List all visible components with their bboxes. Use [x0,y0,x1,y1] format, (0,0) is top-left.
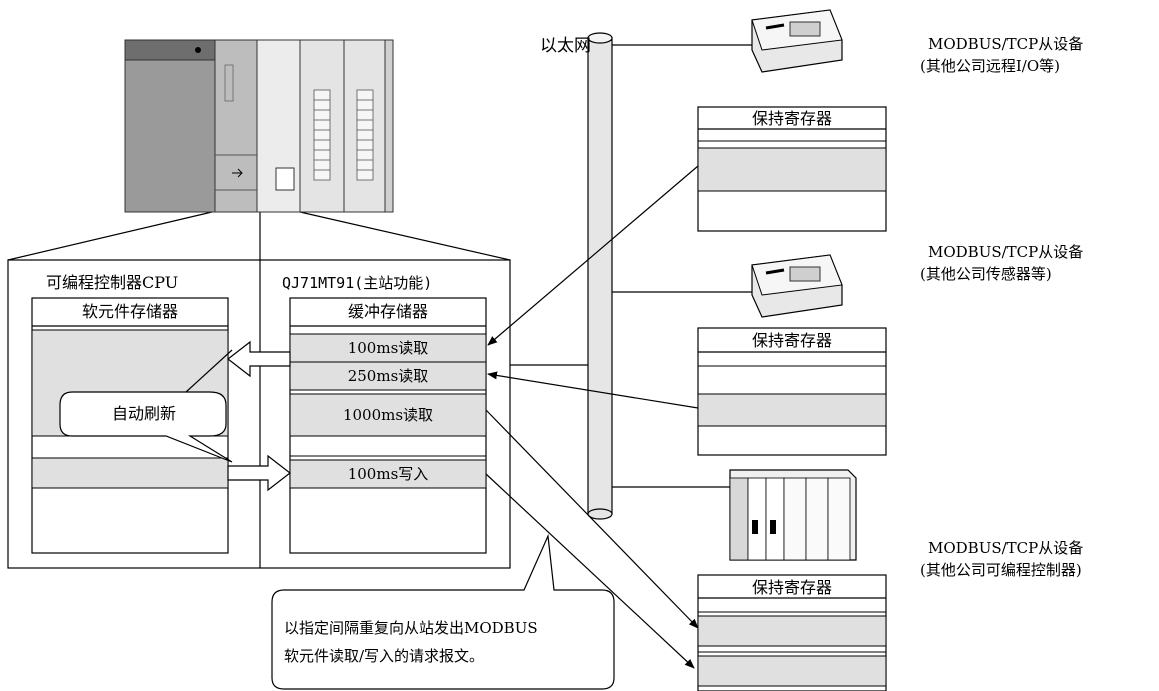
slave-2-register-table [697,327,887,456]
cpu-memory-title: 软元件存储器 [81,302,178,321]
slave-2-caption-line1: MODBUS/TCP从设备 [928,243,1084,261]
slave-3-caption-line2: (其他公司可编程控制器) [920,561,1082,579]
plc-rack [124,39,394,213]
cpu-title: 可编程控制器CPU [46,273,179,292]
slave-1-caption-line1: MODBUS/TCP从设备 [928,35,1084,53]
data-flow-arrows [485,165,699,669]
module-title: QJ71MT91(主站功能) [282,274,433,292]
request-callout [271,533,615,690]
buffer-row-100ms-write: 100ms写入 [347,465,429,483]
buffer-row-100ms-read: 100ms读取 [347,339,429,357]
request-callout-line1: 以指定间隔重复向从站发出MODBUS [284,619,538,637]
slave-device-2-image [751,254,843,318]
auto-refresh-label: 自动刷新 [111,404,176,423]
slave-3-caption-line1: MODBUS/TCP从设备 [928,539,1084,557]
buffer-memory-table [289,297,487,554]
buffer-row-250ms-read: 250ms读取 [347,367,429,385]
ethernet-cable [587,32,613,520]
auto-refresh-callout [59,349,233,463]
ethernet-label: 以太网 [540,36,591,56]
slave-device-1-image [751,9,843,73]
buffer-row-1000ms-read: 1000ms读取 [342,406,434,424]
request-callout-line2: 软元件读取/写入的请求报文。 [284,647,485,665]
slave-2-caption-line2: (其他公司传感器等) [920,265,1052,283]
slave-device-3-image [729,469,857,561]
slave-3-register-title: 保持寄存器 [751,578,832,597]
buffer-memory-title: 缓冲存储器 [347,302,428,321]
slave-1-caption-line2: (其他公司远程I/O等) [920,57,1060,75]
auto-refresh-arrows [227,340,291,492]
slave-2-register-title: 保持寄存器 [751,331,832,350]
slave-3-register-table [697,574,887,691]
slave-1-register-title: 保持寄存器 [751,109,832,128]
slave-1-register-table [697,106,887,232]
